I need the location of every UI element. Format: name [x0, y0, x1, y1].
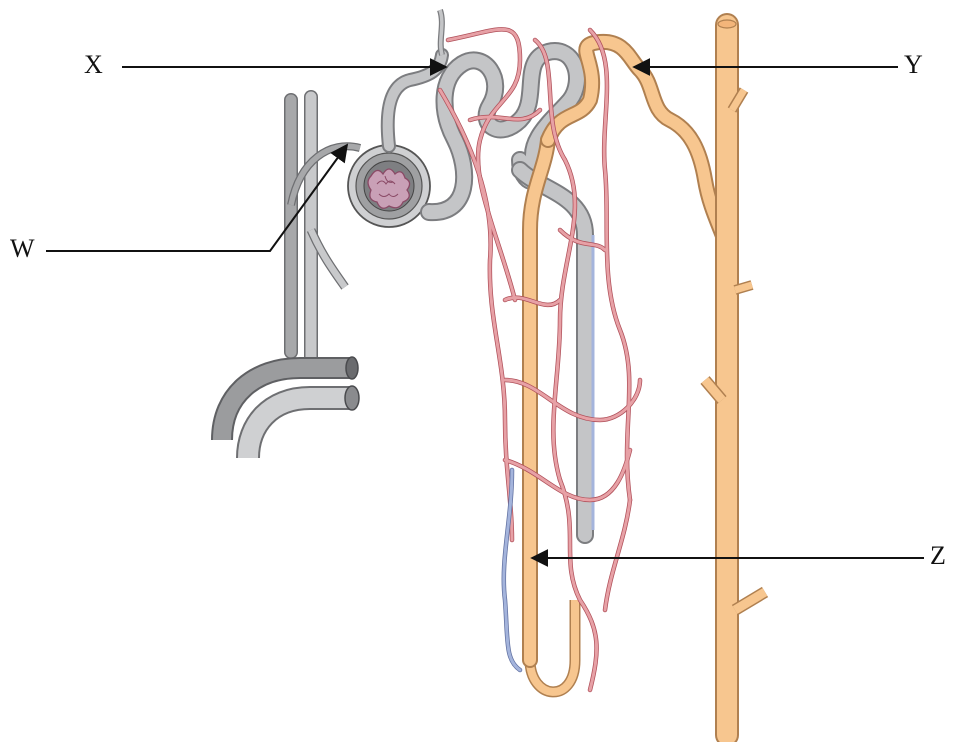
w-pointer-line — [46, 145, 347, 251]
label-z: Z — [930, 543, 946, 569]
label-w: W — [10, 236, 35, 262]
collecting-duct — [705, 20, 765, 735]
label-x: X — [84, 52, 103, 78]
label-y: Y — [904, 52, 923, 78]
label-pointers — [46, 67, 924, 558]
renal-vessels — [222, 97, 360, 458]
